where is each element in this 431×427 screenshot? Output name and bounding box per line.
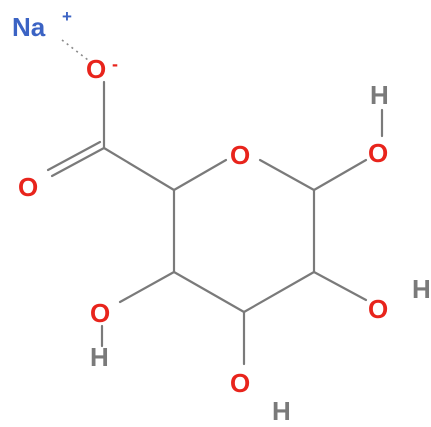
carbonyl-oxygen: O: [18, 172, 38, 202]
hydroxyl-c1-h: H: [370, 80, 389, 110]
bond-c5-ring-o: [172, 158, 228, 192]
hydroxyl-c2-h: H: [412, 274, 431, 304]
bond-ring-o-c1: [258, 158, 316, 192]
bond-c2-c3: [242, 270, 316, 314]
hydroxyl-c4-o: O: [90, 298, 110, 328]
hydroxyl-c3-o: O: [230, 368, 250, 398]
bond-c2-oh: [312, 270, 368, 302]
ionic-bond: [61, 39, 89, 61]
hydroxyl-c4-h: H: [90, 342, 109, 372]
bond-carbonyl-double-2: [46, 140, 102, 172]
carboxylate-oxygen: O -: [86, 54, 118, 84]
bond-c4-oh: [118, 270, 176, 304]
hydroxyl-c2-o: O: [368, 294, 388, 324]
hydroxyl-c3: O H: [230, 368, 291, 426]
sodium-ion: Na +: [12, 7, 72, 42]
hydroxyl-c1: H O: [368, 80, 389, 168]
bond-carbonyl-double-1: [50, 146, 106, 178]
bond-c3-c4: [172, 270, 246, 314]
na-charge: +: [62, 7, 72, 26]
hydroxyl-c1-o: O: [368, 138, 388, 168]
bond-c1-oh: [312, 158, 368, 192]
carboxylate-o-charge: -: [112, 54, 118, 74]
bond-carboxyl-c5: [102, 146, 176, 192]
carboxylate-o-symbol: O: [86, 54, 106, 84]
na-symbol: Na: [12, 12, 46, 42]
hydroxyl-c3-h: H: [272, 396, 291, 426]
ring-oxygen: O: [230, 140, 250, 170]
hydroxyl-c4: O H: [90, 298, 110, 372]
hydroxyl-c2: O H: [368, 274, 431, 324]
